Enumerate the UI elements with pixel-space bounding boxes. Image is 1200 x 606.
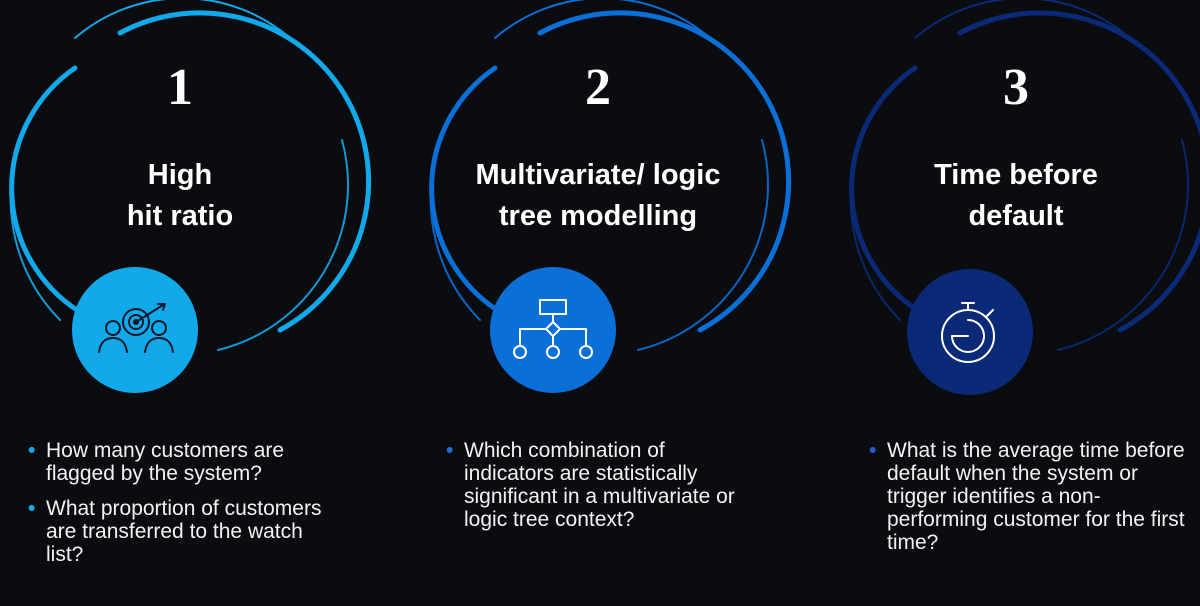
- pillar-3-bullets: •What is the average time before default…: [869, 439, 1189, 566]
- pillar-2-number: 2: [585, 59, 611, 116]
- list-item: •What proportion of customers are transf…: [28, 497, 322, 566]
- bullet-dot: •: [28, 439, 36, 462]
- pillar-3-number: 3: [1003, 59, 1029, 116]
- target-people-icon: [98, 303, 174, 353]
- bullet-dot: •: [28, 497, 36, 520]
- pillar-1-bullets: •How many customers are flagged by the s…: [28, 439, 328, 578]
- pillar-1-rings: [9, 0, 372, 351]
- pillar-3-icon-circle: [907, 269, 1033, 395]
- pillar-2-title-line2: tree modelling: [498, 200, 698, 232]
- pillar-1-number: 1: [167, 59, 193, 116]
- pillar-1-title-line2: hit ratio: [126, 200, 234, 232]
- bullet-dot: •: [869, 439, 877, 462]
- list-item: •What is the average time before default…: [869, 439, 1185, 554]
- pillar-1-title-line1: High: [147, 159, 213, 191]
- pillar-1-title: High hit ratio: [20, 155, 340, 237]
- pillar-2-title-line1: Multivariate/ logic: [475, 159, 721, 191]
- pillar-1-icon-circle: [72, 267, 198, 393]
- bullet-dot: •: [446, 439, 454, 462]
- pillar-3-title-line2: default: [968, 200, 1064, 232]
- pillar-3-title: Time before default: [856, 155, 1176, 237]
- list-item: •How many customers are flagged by the s…: [28, 439, 285, 485]
- stopwatch-icon: [941, 302, 995, 363]
- list-item: •Which combination of indicators are sta…: [446, 439, 735, 531]
- pillar-2-icon-circle: [490, 267, 616, 393]
- logic-tree-icon: [513, 299, 593, 359]
- pillar-3-title-line1: Time before: [934, 159, 1098, 191]
- pillar-2-rings: [429, 0, 792, 351]
- pillar-2-bullets: •Which combination of indicators are sta…: [446, 439, 746, 543]
- pillar-3-rings: [849, 0, 1200, 351]
- pillar-2-title: Multivariate/ logic tree modelling: [438, 155, 758, 237]
